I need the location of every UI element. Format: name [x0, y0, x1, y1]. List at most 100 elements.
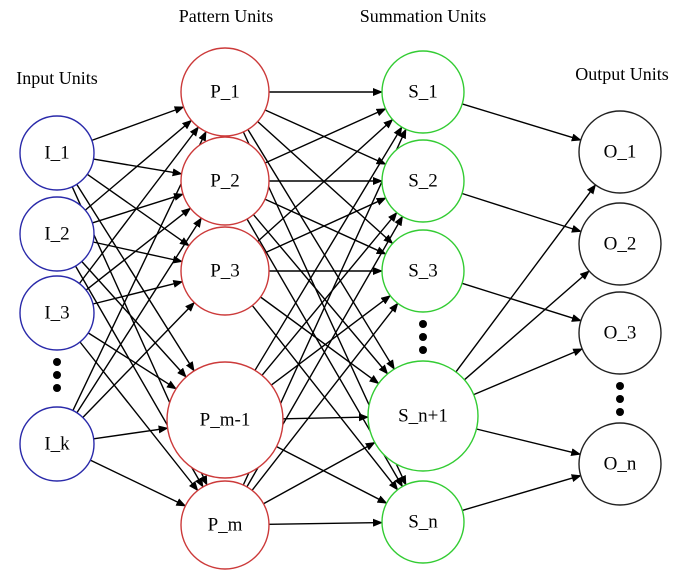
pattern-unit-node: P_2	[180, 136, 270, 226]
summation-unit-node: S_3	[381, 229, 465, 313]
edge-P1-Sn1	[247, 129, 395, 370]
summation-unit-node: S_2	[381, 139, 465, 223]
pattern-units-title: Pattern Units	[179, 6, 274, 26]
summation-units-title: Summation Units	[360, 6, 487, 26]
summation-ellipsis-dot	[419, 320, 427, 328]
input-unit-label: I_3	[44, 303, 69, 324]
output-unit-circle	[578, 422, 662, 506]
edge-S1-O1	[461, 103, 582, 142]
input-unit-node: I_1	[19, 115, 95, 191]
input-unit-label: I_2	[44, 224, 69, 245]
pattern-unit-label: P_m-1	[200, 410, 251, 431]
output-ellipsis-dot	[616, 408, 624, 416]
edge-Pm-Sn1	[263, 441, 376, 505]
input-ellipsis-dot	[53, 358, 61, 366]
edge-I1-P1	[91, 106, 185, 142]
input-units-title: Input Units	[16, 68, 98, 88]
pattern-unit-circle	[180, 47, 270, 137]
edge-I1-P3	[86, 173, 190, 247]
edge-Pm1-Sn1	[282, 413, 369, 422]
summation-unit-circle	[367, 360, 479, 472]
input-unit-node: I_3	[19, 275, 95, 351]
edge-I3-P2	[85, 207, 192, 291]
output-unit-node: O_1	[578, 110, 662, 194]
edge-P2-S1	[264, 108, 387, 164]
summation-unit-label: S_n+1	[398, 406, 448, 427]
edge-I3-Pm	[79, 341, 199, 492]
pattern-unit-label: P_m	[208, 515, 243, 536]
output-unit-node: O_n	[578, 422, 662, 506]
ellipsis-markers	[53, 320, 624, 416]
edge-Ik-Pm1	[93, 425, 169, 440]
pattern-unit-label: P_3	[210, 261, 240, 282]
input-unit-circle	[19, 275, 95, 351]
edge-I2-P2	[92, 193, 184, 224]
edge-S3-O3	[461, 282, 582, 322]
edge-Sn1-O2	[463, 270, 590, 381]
edge-Pm1-Sn	[276, 445, 388, 504]
input-unit-circle	[19, 115, 95, 191]
edge-I1-Pm1	[76, 183, 195, 372]
output-ellipsis-dot	[616, 382, 624, 390]
edge-P1-S2	[264, 109, 387, 165]
output-unit-circle	[578, 291, 662, 375]
edge-Sn1-On	[476, 428, 582, 457]
output-units-title: Output Units	[575, 64, 669, 84]
summation-unit-node: S_1	[381, 50, 465, 134]
summation-unit-node: S_n+1	[367, 360, 479, 472]
pattern-unit-circle	[166, 361, 284, 479]
output-unit-circle	[578, 110, 662, 194]
summation-unit-circle	[381, 480, 465, 564]
edge-Sn-On	[462, 474, 582, 512]
summation-unit-node: S_n	[381, 480, 465, 564]
edge-Ik-P2	[76, 217, 202, 414]
edge-I3-P1	[78, 126, 200, 284]
summation-unit-label: S_3	[408, 261, 438, 282]
summation-ellipsis-dot	[419, 346, 427, 354]
output-unit-node: O_2	[578, 202, 662, 286]
edge-I3-Pm1	[87, 332, 177, 390]
pattern-unit-node: P_m-1	[166, 361, 284, 479]
summation-unit-label: S_1	[408, 82, 438, 103]
nodes: I_1I_2I_3I_k P_1P_2P_3P_m-1P_m S_1S_2S_3S_…	[19, 47, 662, 570]
edge-Pm1-S1	[254, 126, 403, 371]
pattern-unit-node: P_1	[180, 47, 270, 137]
output-unit-label: O_2	[604, 234, 637, 255]
summation-unit-circle	[381, 50, 465, 134]
pattern-unit-circle	[180, 226, 270, 316]
input-unit-label: I_1	[44, 143, 69, 164]
edge-P1-S3	[257, 120, 394, 245]
pattern-unit-label: P_1	[210, 82, 240, 103]
pattern-unit-circle	[180, 480, 270, 570]
input-unit-circle	[19, 196, 95, 272]
summation-unit-label: S_n	[408, 512, 438, 533]
edge-P3-S2	[264, 197, 387, 254]
output-unit-label: O_n	[604, 454, 637, 475]
output-ellipsis-dot	[616, 395, 624, 403]
output-unit-node: O_3	[578, 291, 662, 375]
edge-P3-S1	[257, 118, 394, 243]
pattern-unit-circle	[180, 136, 270, 226]
input-ellipsis-dot	[53, 371, 61, 379]
edge-S2-O2	[461, 192, 582, 233]
input-unit-label: I_k	[44, 434, 70, 455]
edge-Pm1-S2	[261, 211, 398, 376]
edge-I2-P3	[92, 241, 183, 264]
edge-Sn1-O3	[473, 348, 584, 396]
edge-I2-Pm1	[81, 261, 187, 378]
edge-P3-Sn1	[260, 296, 380, 385]
pattern-unit-label: P_2	[210, 171, 240, 192]
output-unit-circle	[578, 202, 662, 286]
edge-Ik-P3	[82, 301, 195, 418]
pattern-unit-node: P_3	[180, 226, 270, 316]
edge-Pm-Sn	[268, 518, 383, 527]
input-unit-node: I_2	[19, 196, 95, 272]
input-unit-node: I_k	[19, 406, 95, 482]
edge-Ik-Pm	[89, 459, 187, 507]
input-ellipsis-dot	[53, 384, 61, 392]
summation-unit-label: S_2	[408, 171, 438, 192]
edge-I2-P1	[84, 119, 193, 211]
summation-ellipsis-dot	[419, 333, 427, 341]
output-unit-label: O_1	[604, 142, 637, 163]
